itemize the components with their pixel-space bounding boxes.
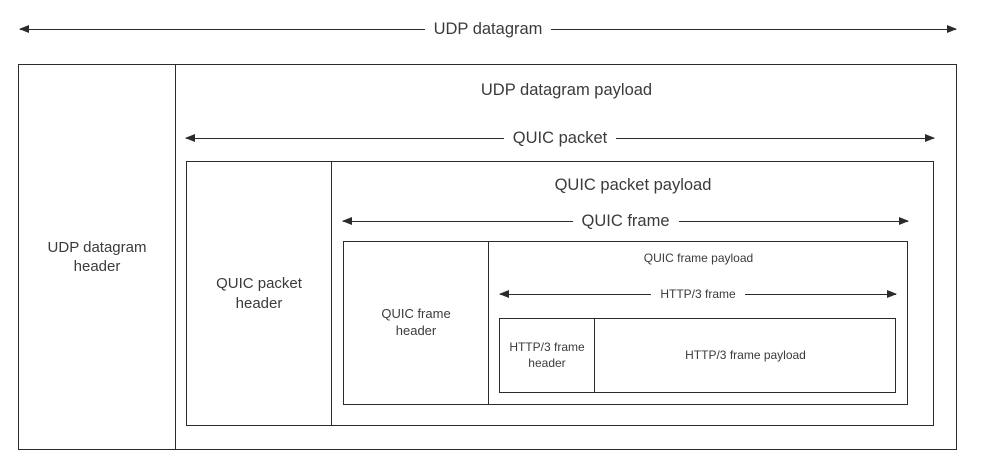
arrow-http3-frame-left-segment (500, 293, 652, 295)
arrow-quic-packet: QUIC packet (186, 127, 935, 149)
arrow-quic-packet-left-segment (186, 137, 504, 139)
arrow-udp-datagram: UDP datagram (20, 18, 956, 40)
arrow-quic-packet-right-segment (616, 137, 935, 139)
arrow-quic-frame: QUIC frame (343, 210, 909, 232)
udp-datagram-header-box (18, 64, 176, 450)
arrow-quic-packet-label: QUIC packet (512, 128, 608, 147)
arrow-http3-frame-label: HTTP/3 frame (660, 287, 736, 301)
arrow-quic-frame-label: QUIC frame (581, 211, 670, 230)
arrow-udp-datagram-left-segment (20, 28, 425, 30)
arrow-http3-frame-right-segment (744, 293, 897, 295)
arrow-udp-datagram-label: UDP datagram (433, 19, 543, 38)
http3-frame-header-box (499, 318, 595, 393)
arrow-quic-frame-right-segment (678, 220, 909, 222)
arrow-udp-datagram-right-segment (551, 28, 956, 30)
quic-packet-header-box (186, 161, 332, 426)
quic-frame-header-box (343, 241, 489, 405)
arrow-quic-frame-left-segment (343, 220, 573, 222)
arrow-http3-frame: HTTP/3 frame (500, 285, 897, 303)
